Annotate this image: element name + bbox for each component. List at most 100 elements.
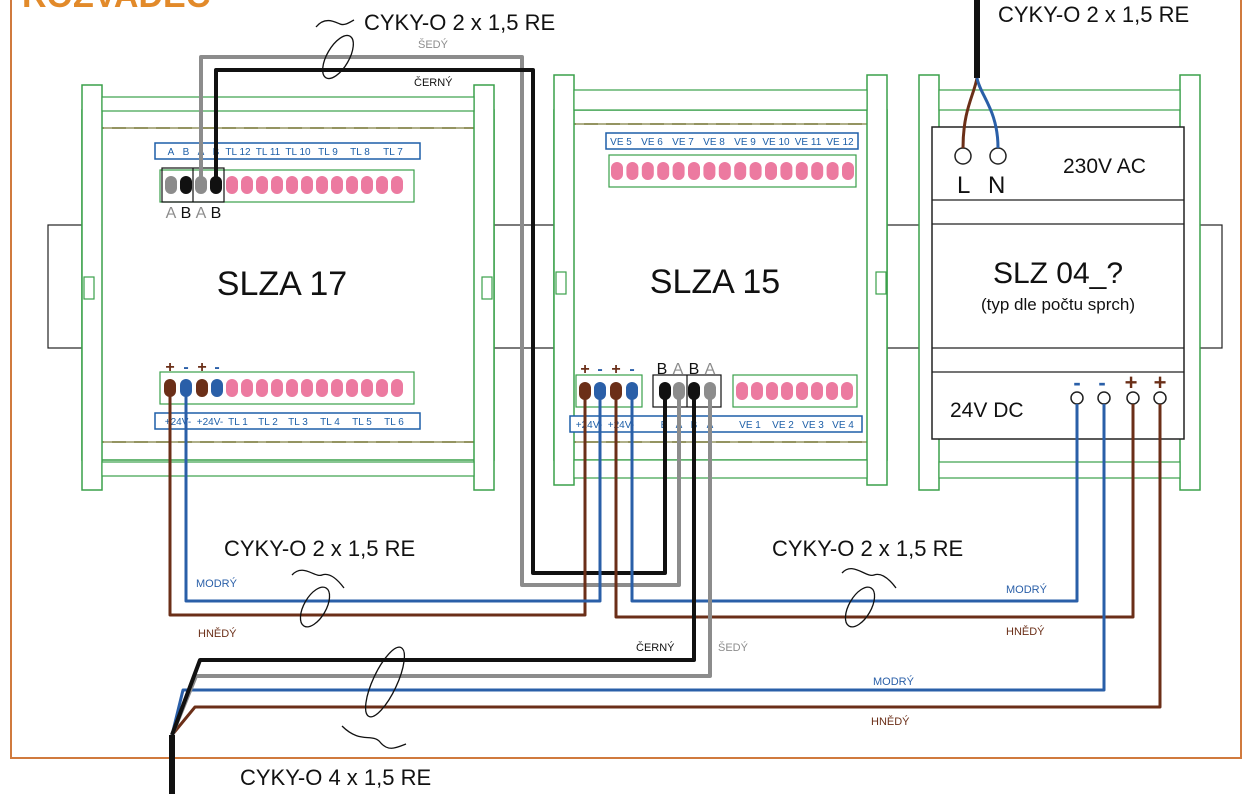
slza17-input-terminal-5 <box>301 176 313 194</box>
ac-voltage-label: 230V AC <box>1063 155 1146 178</box>
wire-label-hnedy-bottom: HNĚDÝ <box>871 715 910 728</box>
bus-wires-top <box>199 55 681 587</box>
slza15-output-terminal-6 <box>826 382 838 400</box>
slza15-bus-terminal-0 <box>659 382 671 400</box>
slza17-top-label-6: TL 10 <box>285 147 311 158</box>
slza17-output-terminal-6 <box>316 379 328 397</box>
slza15-bus-letter-3: A <box>705 361 716 378</box>
slza17-input-terminal-0 <box>226 176 238 194</box>
slza15-input-terminal-9 <box>749 162 762 180</box>
slza17-bottom-label-6: TL 5 <box>352 417 372 428</box>
slza17-bottom-label-3: TL 2 <box>258 417 278 428</box>
wire-label-sedy-bottom: ŠEDÝ <box>718 641 749 654</box>
slza17-output-terminal-9 <box>361 379 373 397</box>
slza15-output-terminal-2 <box>766 382 778 400</box>
slza17-bottom-signs: +-+- <box>165 359 219 376</box>
cable-label-mid-left: CYKY-O 2 x 1,5 RE <box>224 536 415 561</box>
slza17-bus-letter-0: A <box>166 205 177 222</box>
cable-label-top-right: CYKY-O 2 x 1,5 RE <box>998 2 1189 27</box>
slz04-dc-sign-2: + <box>1125 370 1138 395</box>
slza15-output-terminal-1 <box>751 382 763 400</box>
wire-blue-n <box>975 77 1000 149</box>
enclosure-title: ROZVADEC <box>22 0 210 15</box>
slz04-dc-sign-1: - <box>1098 370 1105 395</box>
slza17-input-terminal-9 <box>361 176 373 194</box>
slza15-bus-letter-0: B <box>657 361 668 378</box>
slza15-top-label-bar <box>605 132 859 150</box>
slza17-top-label-0: A <box>168 147 175 158</box>
slza17-bus-letter-1: B <box>181 205 192 222</box>
dc-terminal-4 <box>1153 391 1167 405</box>
wire-brown-out <box>170 404 1162 736</box>
power-wires-slz04 <box>614 392 1135 619</box>
slza15-input-terminal-11 <box>780 162 793 180</box>
slza17-bus-terminal-1 <box>180 176 192 194</box>
cable-markers <box>291 19 897 749</box>
slz04-dc-signs: --++ <box>1073 370 1166 395</box>
slza15-input-terminal-1 <box>626 162 639 180</box>
slza17-sign-2: + <box>197 359 206 376</box>
terminal-l <box>954 147 972 165</box>
slza15-bottom-label-bar <box>569 415 863 433</box>
slza15-top-label-2: VE 7 <box>672 137 694 148</box>
slza15-output-terminal-4 <box>796 382 808 400</box>
slza15-input-terminal-4 <box>672 162 685 180</box>
slza15-top-label-5: VE 10 <box>762 137 790 148</box>
slza15-top-label-3: VE 8 <box>703 137 725 148</box>
wire-brown-l <box>961 77 979 149</box>
slza15-bottom-terminals <box>579 382 853 400</box>
wire-brown-slz04 <box>614 392 1135 619</box>
slza15-output-terminal-0 <box>736 382 748 400</box>
slza17-output-terminal-3 <box>271 379 283 397</box>
slza15-bottom-label-1: +24V- <box>608 420 634 431</box>
slza15-top-label-4: VE 9 <box>734 137 756 148</box>
cable-marker-bottom <box>364 646 406 718</box>
cable-label-top-left: CYKY-O 2 x 1,5 RE <box>364 10 555 35</box>
wire-blue-out <box>170 404 1106 736</box>
power-wires-slza17 <box>168 388 602 617</box>
cable-label-mid-right: CYKY-O 2 x 1,5 RE <box>772 536 963 561</box>
slza15-top-label-7: VE 12 <box>826 137 854 148</box>
slza17-title: SLZA 17 <box>217 265 347 303</box>
slza15-bus-terminal-1 <box>673 382 685 400</box>
slza17-bottom-label-0: +24V- <box>165 417 191 428</box>
slza17-power-terminal-2 <box>196 379 208 397</box>
terminal-n <box>989 147 1007 165</box>
slza15-output-terminal-3 <box>781 382 793 400</box>
slz04-title: SLZ 04_? <box>993 257 1123 290</box>
wire-label-modry-right: MODRÝ <box>1006 583 1048 596</box>
slza15-power-terminal-3 <box>626 382 638 400</box>
slza15-input-terminal-6 <box>703 162 716 180</box>
terminal-n-label: N <box>988 172 1005 199</box>
slza17-output-terminal-5 <box>301 379 313 397</box>
dc-terminal-3 <box>1126 391 1140 405</box>
slz04-subtitle: (typ dle počtu sprch) <box>981 295 1135 314</box>
slza15-top-label-1: VE 6 <box>641 137 663 148</box>
wire-label-modry-left: MODRÝ <box>196 577 238 590</box>
wire-label-hnedy-right: HNĚDÝ <box>1006 625 1045 638</box>
enclosure-frame <box>10 0 1242 759</box>
slza17-top-label-5: TL 11 <box>256 147 281 158</box>
wire-brown-slza17 <box>168 388 587 617</box>
slza15-bottom-label-8: VE 3 <box>802 420 824 431</box>
module-slz04: L N 230V AC SLZ 04_? (typ dle počtu sprc… <box>918 74 1201 491</box>
slza15-top-label-0: VE 5 <box>610 137 632 148</box>
slza17-top-label-1: B <box>183 147 190 158</box>
slza17-top-label-bar <box>154 142 421 160</box>
wire-blue-slza17 <box>184 388 602 603</box>
slza15-bottom-label-0: +24V- <box>576 420 602 431</box>
slza17-input-terminal-4 <box>286 176 298 194</box>
slza15-input-terminal-2 <box>641 162 654 180</box>
slza17-sign-1: - <box>183 359 188 376</box>
slza15-sign-2: + <box>611 361 620 378</box>
slza15-bottom-signs: +-+- <box>580 361 634 378</box>
slza17-input-terminal-7 <box>331 176 343 194</box>
slza15-bottom-label-9: VE 4 <box>832 420 854 431</box>
slza17-top-label-8: TL 8 <box>350 147 370 158</box>
slza15-input-terminal-5 <box>688 162 700 180</box>
wire-label-hnedy-left: HNĚDÝ <box>198 627 237 640</box>
slza15-input-terminal-10 <box>765 162 777 180</box>
